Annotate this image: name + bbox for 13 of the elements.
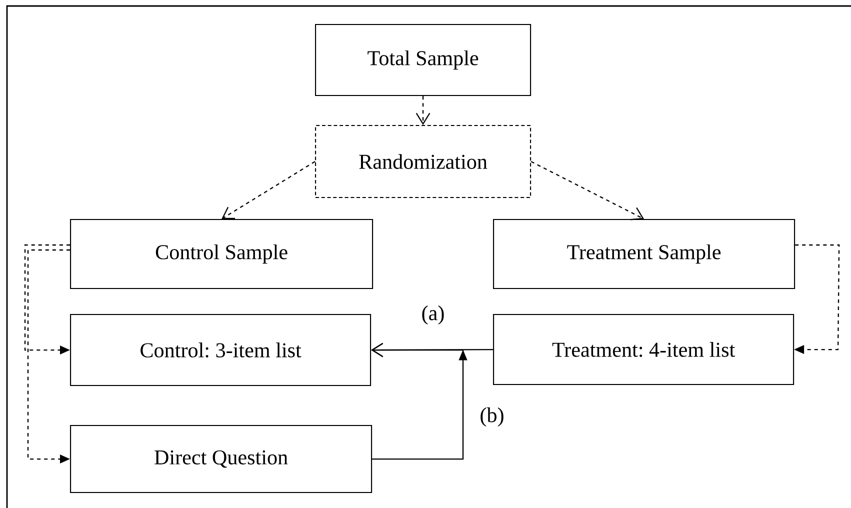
arrow xyxy=(416,96,430,125)
arrow xyxy=(371,342,468,460)
randomization-box: Randomization xyxy=(315,125,532,198)
arrow xyxy=(530,161,644,220)
process-box: Direct Question xyxy=(70,425,372,494)
process-box: Control: 3-item list xyxy=(70,314,372,386)
process-box: Treatment Sample xyxy=(493,219,796,290)
process-box: Control Sample xyxy=(70,219,374,290)
edge-label: (b) xyxy=(478,406,506,428)
arrow xyxy=(222,161,316,220)
edge-label: (a) xyxy=(420,304,446,326)
process-box: Total Sample xyxy=(315,24,532,96)
process-box: Treatment: 4-item list xyxy=(493,314,794,386)
